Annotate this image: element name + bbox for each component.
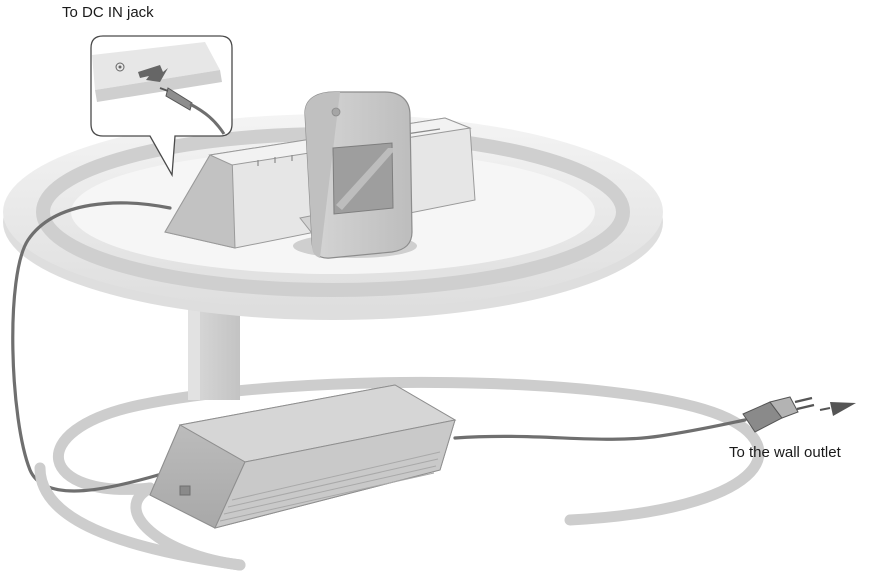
photo-frame-device [293, 92, 417, 258]
dc-in-jack-label: To DC IN jack [62, 4, 154, 21]
mains-cable [455, 420, 745, 439]
wall-outlet-label: To the wall outlet [729, 444, 841, 461]
power-plug-icon [743, 397, 814, 432]
direction-arrow-icon [820, 402, 856, 416]
ac-adapter [150, 385, 455, 528]
